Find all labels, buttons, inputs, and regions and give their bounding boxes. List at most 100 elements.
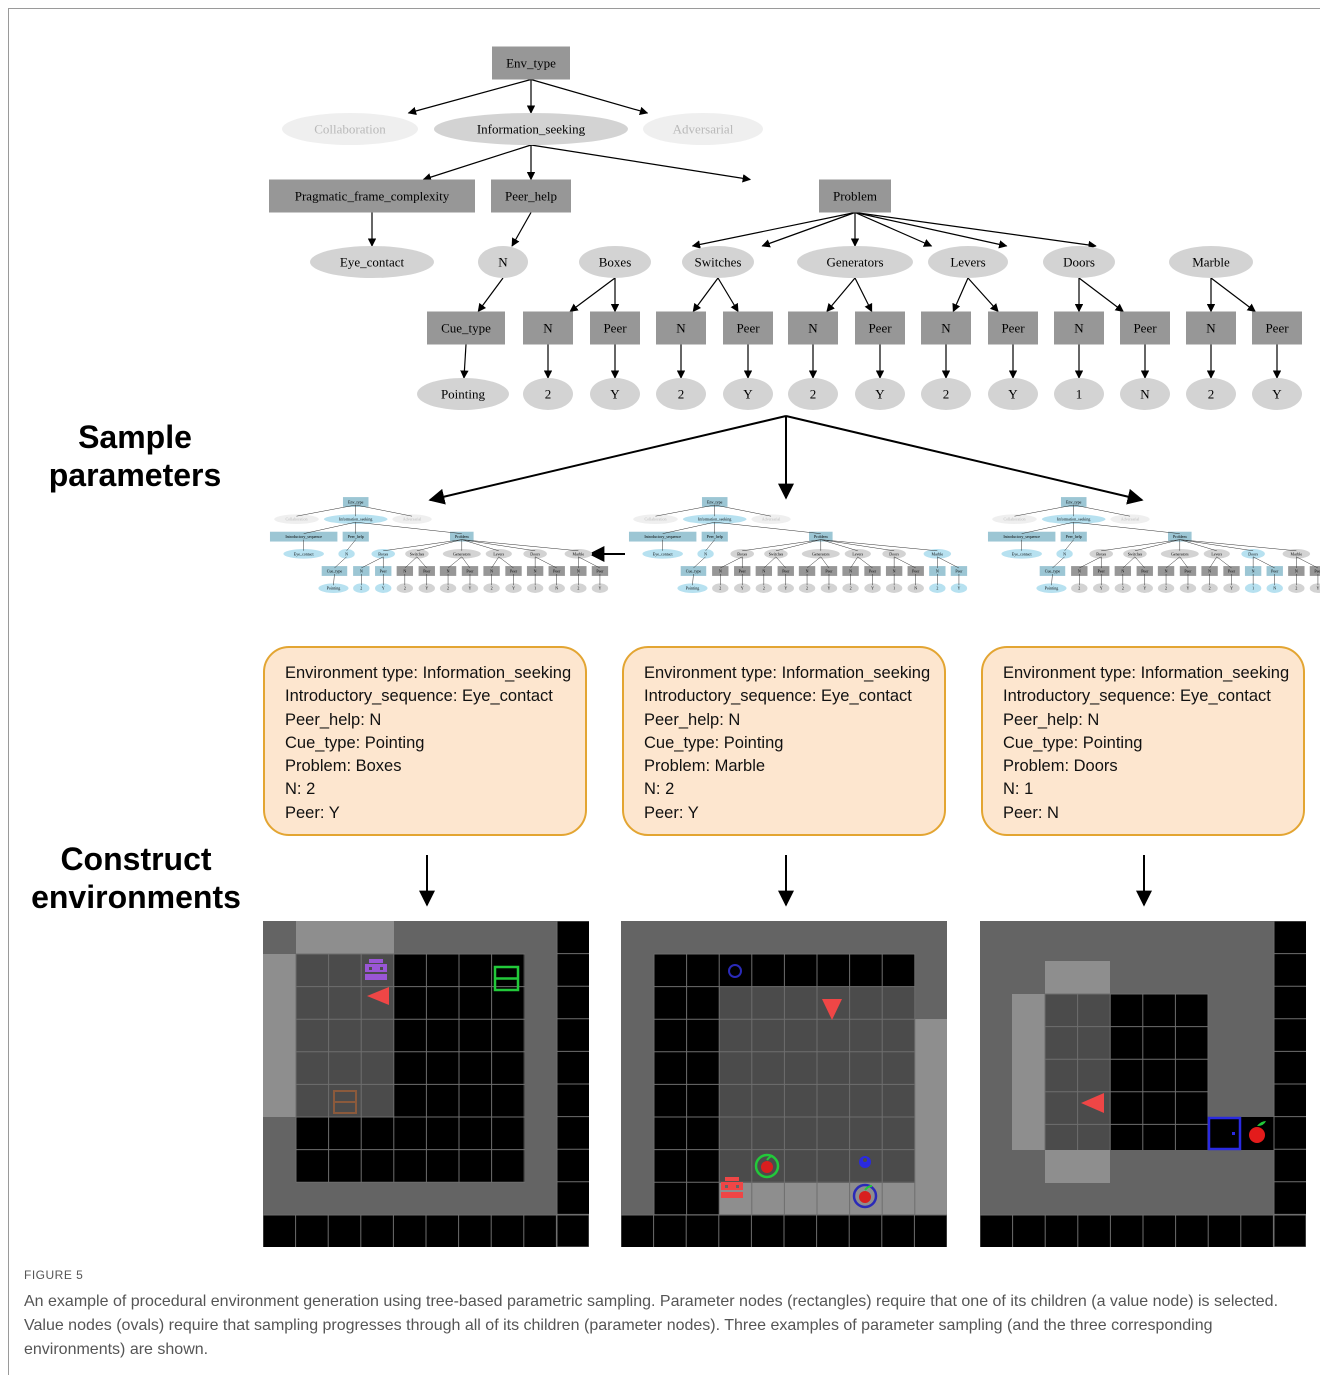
svg-text:N: N xyxy=(555,586,558,591)
svg-text:Y: Y xyxy=(957,586,960,591)
svg-text:Introductory_sequence: Introductory_sequence xyxy=(644,534,681,539)
card-line: Cue_type: Pointing xyxy=(644,733,784,752)
arrow-to-sample-3 xyxy=(785,415,1144,505)
svg-text:Switches: Switches xyxy=(410,551,425,556)
node-param-2: Problem xyxy=(819,179,891,213)
svg-text:Boxes: Boxes xyxy=(737,551,747,556)
opened-box-icon xyxy=(333,1090,357,1114)
node-peer-value-2-label: Y xyxy=(875,387,885,402)
node-n-value-2-label: 2 xyxy=(810,387,817,402)
svg-text:N: N xyxy=(1295,569,1298,574)
svg-text:Generators: Generators xyxy=(812,551,830,556)
node-problem-3-label: Levers xyxy=(950,255,985,270)
node-problem-5: Marble xyxy=(1169,246,1253,278)
arrow-to-sample-1 xyxy=(428,415,787,505)
svg-text:Peer_help: Peer_help xyxy=(707,534,723,539)
node-peer-4: Peer xyxy=(1120,311,1170,345)
card-line: N: 2 xyxy=(285,780,316,799)
node-param-0-label: Pragmatic_frame_complexity xyxy=(295,189,450,204)
sample-label-line-2: parameters xyxy=(48,457,222,493)
node-n-3: N xyxy=(921,311,971,345)
svg-text:Generators: Generators xyxy=(1171,551,1189,556)
card-line: Cue_type: Pointing xyxy=(1003,733,1143,752)
svg-text:Peer: Peer xyxy=(782,569,790,574)
marble-outline-icon xyxy=(728,964,742,978)
svg-text:2: 2 xyxy=(1165,586,1167,591)
svg-text:Doors: Doors xyxy=(530,551,540,556)
card-line: Problem: Boxes xyxy=(285,757,402,776)
environment-3-gridworld xyxy=(980,921,1306,1247)
card-line: Peer: N xyxy=(1003,803,1059,822)
svg-text:N: N xyxy=(1078,569,1081,574)
svg-text:2: 2 xyxy=(447,586,449,591)
apple-in-ring-icon xyxy=(754,1153,780,1179)
svg-text:Eye_contact: Eye_contact xyxy=(1012,551,1033,556)
svg-text:N: N xyxy=(1165,569,1168,574)
svg-text:Y: Y xyxy=(1143,586,1146,591)
svg-text:Y: Y xyxy=(784,586,787,591)
svg-text:N: N xyxy=(490,569,493,574)
environment-2-gridworld xyxy=(621,921,947,1247)
node-problem-1: Switches xyxy=(682,246,754,278)
node-n-value-1: 2 xyxy=(656,378,706,410)
card-line: Peer_help: N xyxy=(285,710,382,729)
node-env-0-label: Collaboration xyxy=(314,122,386,137)
svg-text:N: N xyxy=(849,569,852,574)
svg-text:N: N xyxy=(1121,569,1124,574)
svg-text:Cue_type: Cue_type xyxy=(1045,569,1061,574)
svg-text:N: N xyxy=(719,569,722,574)
svg-text:N: N xyxy=(1252,569,1255,574)
svg-text:2: 2 xyxy=(491,586,493,591)
node-peer-value-0-label: Y xyxy=(610,387,620,402)
node-problem-4: Doors xyxy=(1043,246,1115,278)
svg-text:Y: Y xyxy=(871,586,874,591)
robot-icon xyxy=(721,1177,743,1198)
svg-text:Cue_type: Cue_type xyxy=(327,569,343,574)
svg-text:Introductory_sequence: Introductory_sequence xyxy=(285,534,322,539)
svg-text:Boxes: Boxes xyxy=(378,551,388,556)
svg-text:N: N xyxy=(806,569,809,574)
node-param-2-label: Problem xyxy=(833,189,877,204)
card-line: Environment type: Information_seeking xyxy=(644,664,931,682)
node-problem-2: Generators xyxy=(797,246,913,278)
node-problem-0-label: Boxes xyxy=(599,255,632,270)
svg-text:Doors: Doors xyxy=(1248,551,1258,556)
node-n-value-0-label: 2 xyxy=(545,387,552,402)
card-line: Peer_help: N xyxy=(644,710,741,729)
node-cue-type: Cue_type xyxy=(427,311,505,345)
svg-text:Y: Y xyxy=(1100,586,1103,591)
svg-text:N: N xyxy=(577,569,580,574)
svg-text:Introductory_sequence: Introductory_sequence xyxy=(1003,534,1040,539)
door-icon xyxy=(1207,1116,1242,1151)
node-env-2-label: Adversarial xyxy=(673,122,734,137)
figure-caption: FIGURE 5 An example of procedural enviro… xyxy=(24,1268,1314,1362)
svg-text:Peer: Peer xyxy=(1228,569,1236,574)
svg-text:Peer: Peer xyxy=(955,569,963,574)
construct-label-line-1: Construct xyxy=(60,841,212,877)
svg-text:Generators: Generators xyxy=(453,551,471,556)
svg-text:Peer: Peer xyxy=(1184,569,1192,574)
node-peer-value-5-label: Y xyxy=(1272,387,1282,402)
node-env-type-label: Env_type xyxy=(506,56,556,71)
svg-text:Y: Y xyxy=(1230,586,1233,591)
node-n-5: N xyxy=(1186,311,1236,345)
card-line: Problem: Marble xyxy=(644,757,766,776)
svg-text:Levers: Levers xyxy=(1211,551,1222,556)
card-line: Cue_type: Pointing xyxy=(285,733,425,752)
node-peer-4-label: Peer xyxy=(1133,321,1157,336)
node-n-value-0: 2 xyxy=(523,378,573,410)
svg-text:Peer: Peer xyxy=(1098,569,1106,574)
card-line: Problem: Doors xyxy=(1003,757,1118,776)
box-icon xyxy=(493,965,520,992)
svg-text:N: N xyxy=(704,551,707,556)
svg-text:Cue_type: Cue_type xyxy=(686,569,702,574)
node-n-0-label: N xyxy=(543,321,553,336)
node-peer-2: Peer xyxy=(855,311,905,345)
node-param-1-label: Peer_help xyxy=(505,189,557,204)
node-peer-value-4-label: N xyxy=(1140,387,1150,402)
node-n-value-3-label: 2 xyxy=(943,387,950,402)
